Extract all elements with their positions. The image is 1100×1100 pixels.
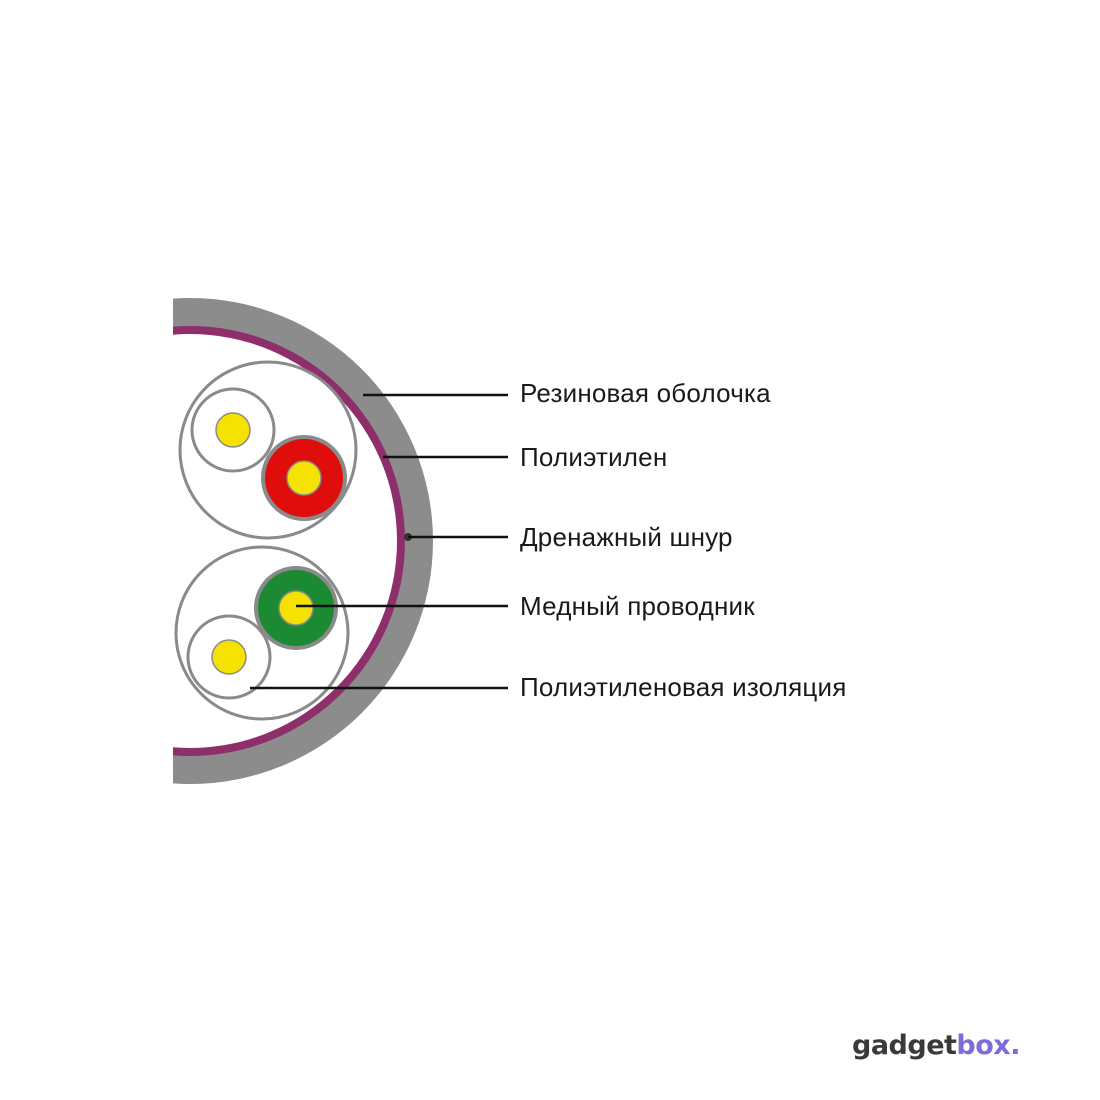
brand-logo-part2: box. xyxy=(956,1030,1020,1061)
brand-logo: gadgetbox. xyxy=(852,1030,1020,1061)
copper-conductor-top-left xyxy=(215,412,251,448)
copper-conductor-bottom-left xyxy=(211,639,247,675)
label-rubber-sheath: Резиновая оболочка xyxy=(520,378,771,408)
label-polyethylene: Полиэтилен xyxy=(520,442,668,472)
label-polyethylene-insulation: Полиэтиленовая изоляция xyxy=(520,672,847,702)
brand-logo-part1: gadget xyxy=(852,1030,957,1061)
label-drain-wire: Дренажный шнур xyxy=(520,522,733,552)
copper-conductor-red xyxy=(286,460,322,496)
label-copper-conductor: Медный проводник xyxy=(520,591,755,621)
copper-conductor-green xyxy=(278,590,314,626)
